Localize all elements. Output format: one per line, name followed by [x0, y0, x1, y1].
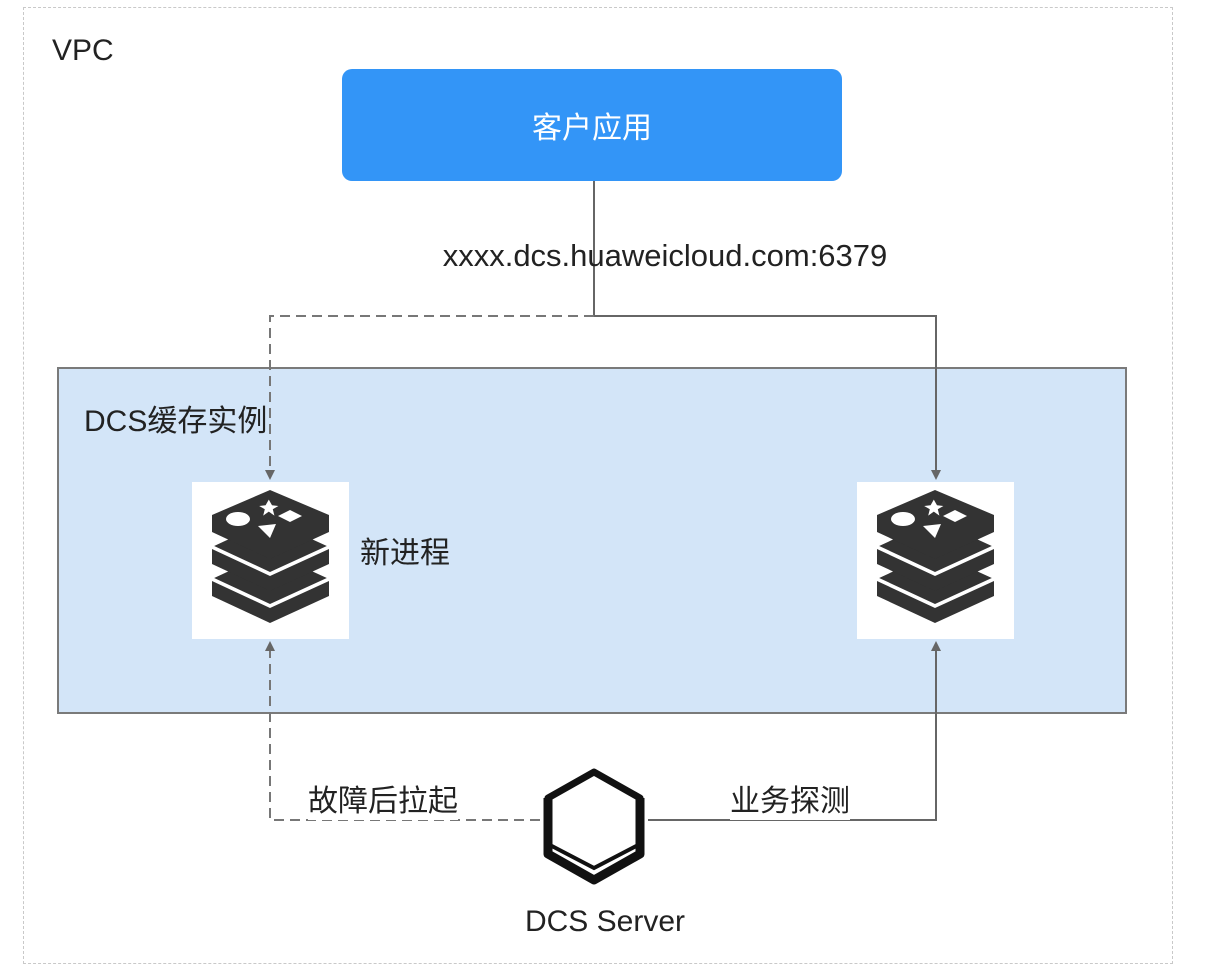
redis-icon — [212, 490, 329, 623]
restart-after-failure-label: 故障后拉起 — [308, 776, 458, 820]
hexagon-server-icon — [543, 768, 645, 885]
vpc-label: VPC — [52, 34, 114, 67]
client-app-box: 客户应用 — [342, 69, 842, 181]
new-process-label: 新进程 — [360, 537, 450, 570]
dcs-server-label: DCS Server — [524, 905, 686, 938]
redis-icon — [877, 490, 994, 623]
endpoint-label: xxxx.dcs.huaweicloud.com:6379 — [442, 238, 888, 273]
service-probe-label: 业务探测 — [730, 776, 850, 820]
new-process-node — [192, 482, 349, 639]
current-process-node — [857, 482, 1014, 639]
dcs-instance-label: DCS缓存实例 — [84, 405, 268, 438]
client-app-label: 客户应用 — [532, 112, 652, 145]
vpc-boundary — [23, 7, 1173, 964]
